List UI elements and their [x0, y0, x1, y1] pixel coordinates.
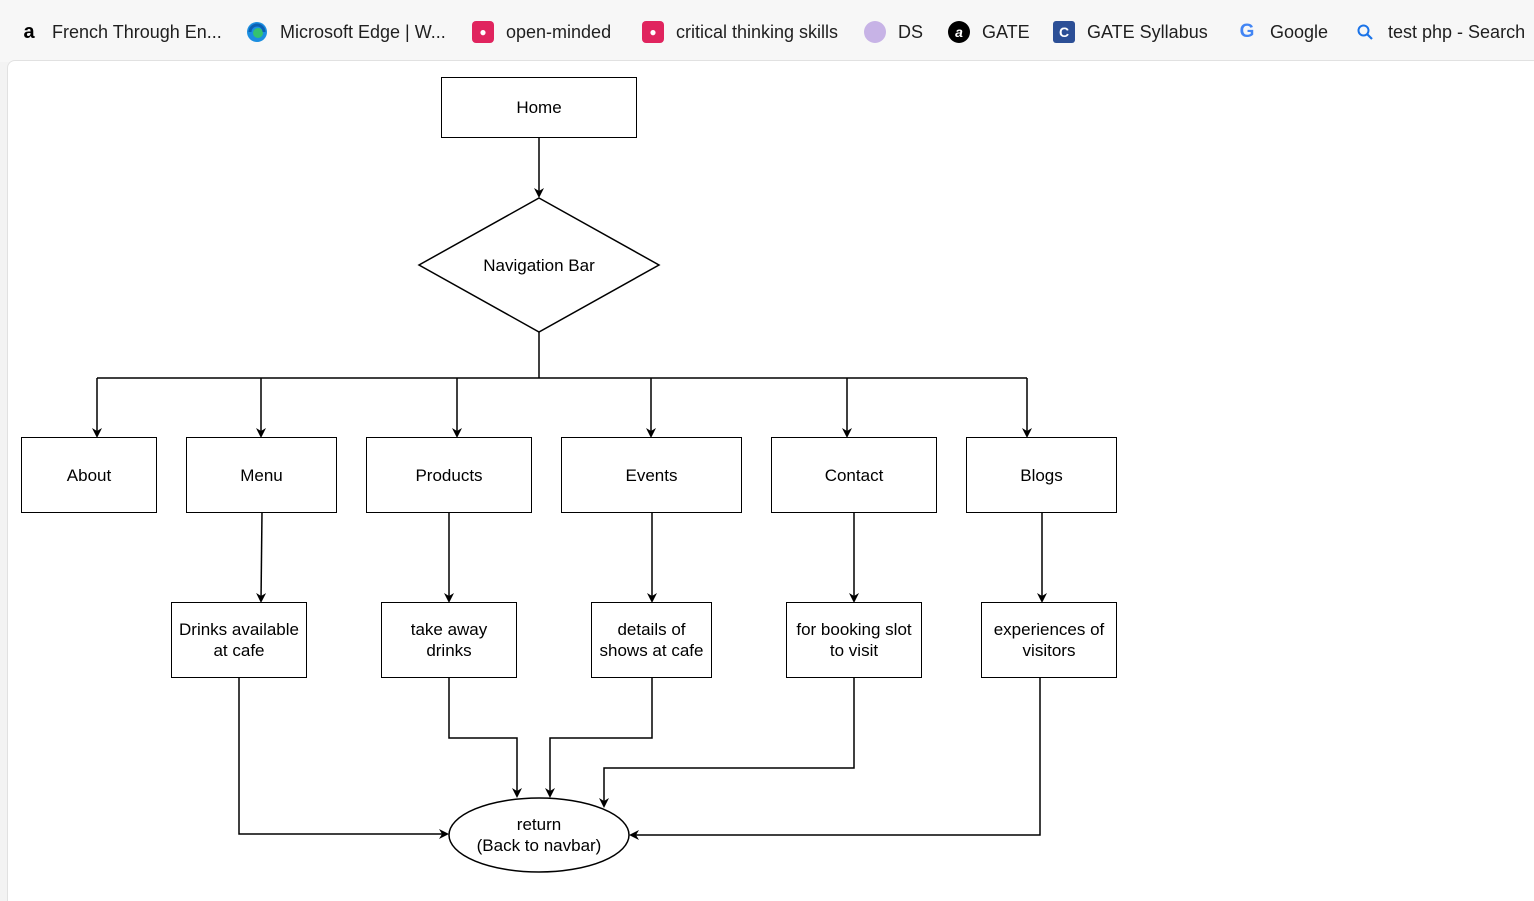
navbar-label: Navigation Bar [483, 255, 595, 275]
bookmark-ds[interactable]: DS [864, 17, 923, 47]
bookmark-label: Microsoft Edge | W... [280, 21, 446, 42]
edge-icon [246, 21, 268, 43]
search-icon [1354, 21, 1376, 43]
blogs-label: Blogs [1020, 465, 1063, 485]
blogs-detail-line1: experiences of [993, 620, 1105, 639]
bookmark-google[interactable]: G Google [1236, 17, 1328, 47]
blogs-detail-line2: visitors [1022, 641, 1076, 660]
bookmark-label: GATE [982, 21, 1030, 42]
return-line2: (Back to navbar) [476, 836, 602, 855]
products-detail-line1: take away [410, 620, 488, 639]
return-node[interactable]: return (Back to navbar) [449, 798, 629, 872]
bookmark-label: GATE Syllabus [1087, 21, 1208, 42]
bookmark-test-php[interactable]: test php - Search [1354, 17, 1525, 47]
avatar-icon [864, 21, 886, 43]
bookmark-label: test php - Search [1388, 21, 1526, 42]
contact-node[interactable]: Contact [771, 437, 937, 513]
bookmark-gate-syllabus[interactable]: C GATE Syllabus [1053, 17, 1208, 47]
events-node[interactable]: Events [561, 437, 742, 513]
blogs-detail-node[interactable]: experiences of visitors [981, 602, 1117, 678]
contact-label: Contact [824, 465, 884, 485]
bookmark-label: French Through En... [52, 21, 222, 42]
about-label: About [66, 465, 112, 485]
bookmark-label: open-minded [506, 21, 612, 42]
c-logo-icon: C [1053, 21, 1075, 43]
bookmark-label: critical thinking skills [676, 21, 839, 42]
products-label: Products [415, 465, 483, 485]
bookmark-critical-thinking[interactable]: ● critical thinking skills [642, 17, 838, 47]
blogs-node[interactable]: Blogs [966, 437, 1117, 513]
products-detail-node[interactable]: take away drinks [381, 602, 517, 678]
contact-detail-node[interactable]: for booking slot to visit [786, 602, 922, 678]
home-label: Home [516, 98, 562, 117]
bookmarks-bar: a French Through En... Microsoft Edge | … [0, 0, 1534, 62]
pink-bookmark-icon: ● [642, 21, 664, 43]
bookmark-gate[interactable]: a GATE [948, 17, 1030, 47]
contact-detail-line2: to visit [829, 641, 879, 660]
products-node[interactable]: Products [366, 437, 532, 513]
menu-detail-line1: Drinks available [179, 620, 299, 639]
home-node[interactable]: Home [441, 77, 637, 138]
bookmark-open-minded[interactable]: ● open-minded [472, 17, 611, 47]
return-line1: return [516, 815, 562, 834]
menu-detail-node[interactable]: Drinks available at cafe [171, 602, 307, 678]
navbar-node[interactable]: Navigation Bar [419, 198, 659, 332]
events-detail-line2: shows at cafe [599, 641, 704, 660]
events-detail-line1: details of [617, 620, 686, 639]
contact-detail-line1: for booking slot [796, 620, 912, 639]
bookmark-french[interactable]: a French Through En... [18, 17, 222, 47]
amazon-icon: a [23, 20, 35, 43]
products-detail-line2: drinks [426, 641, 472, 660]
pink-bookmark-icon: ● [472, 21, 494, 43]
menu-node[interactable]: Menu [186, 437, 337, 513]
menu-label: Menu [240, 465, 283, 485]
events-detail-node[interactable]: details of shows at cafe [591, 602, 712, 678]
bookmark-edge[interactable]: Microsoft Edge | W... [246, 17, 446, 47]
bookmark-label: Google [1270, 21, 1329, 42]
a-logo-icon: a [948, 21, 970, 43]
google-icon: G [1239, 21, 1255, 42]
events-label: Events [625, 465, 678, 485]
bookmark-label: DS [898, 21, 924, 42]
about-node[interactable]: About [21, 437, 157, 513]
menu-detail-line2: at cafe [213, 641, 265, 660]
